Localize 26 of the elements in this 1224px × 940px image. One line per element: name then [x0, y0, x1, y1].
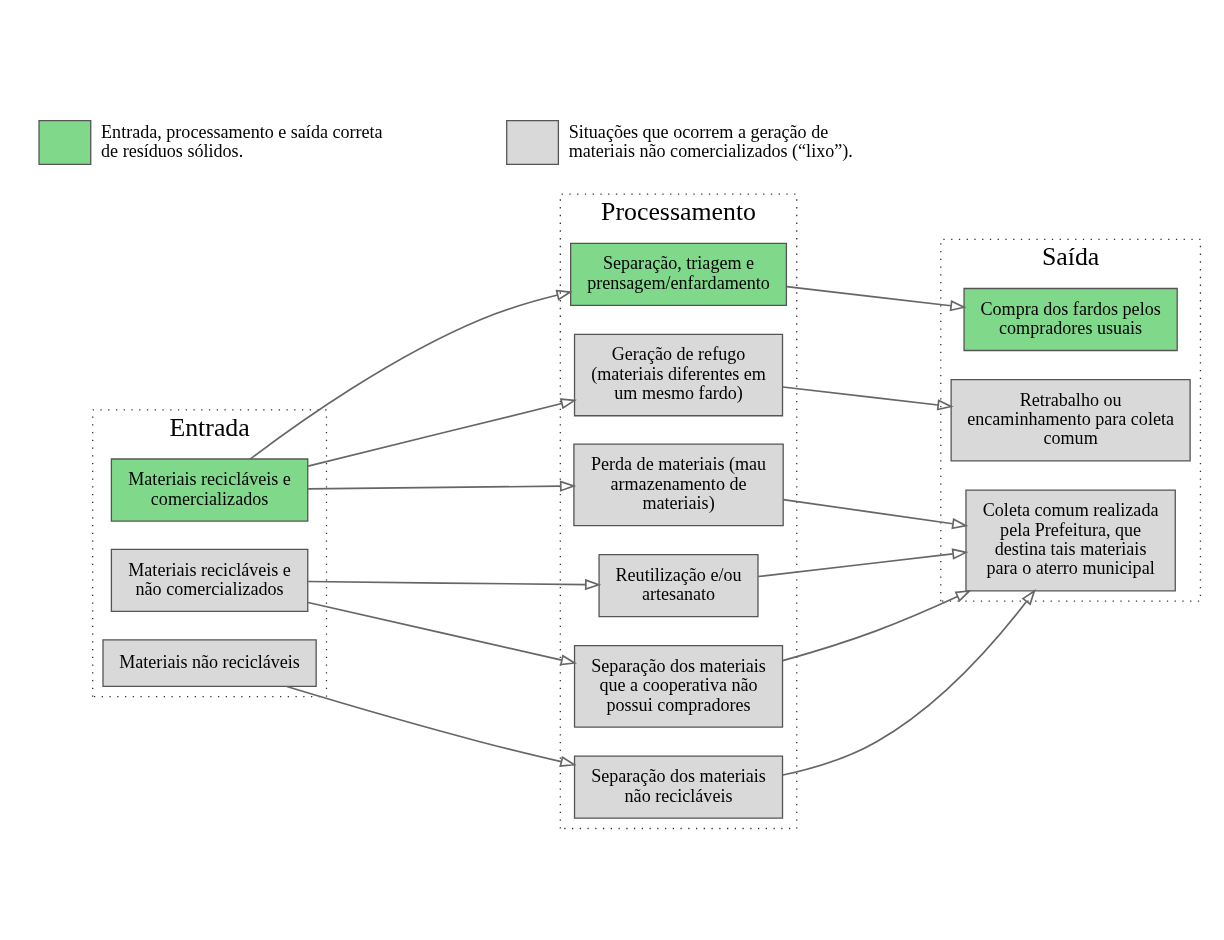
arrow [781, 386, 954, 411]
arrow [782, 589, 1036, 776]
node-box: Reutilização e/ou artesanato [598, 553, 759, 618]
node-box: Separação dos materiais que a cooperativa não possui compradores [573, 645, 784, 728]
node-box: Materiais recicláveis e não comercializados [110, 548, 309, 613]
arrow [785, 285, 967, 312]
arrow [307, 578, 602, 591]
node-box: Geração de refugo (materiais diferentes em um mesmo fardo) [573, 333, 784, 417]
node-box: Perda de materiais (mau armazenamento de materiais) [573, 443, 784, 527]
node-box: Separação dos materiais não recicláveis [573, 755, 784, 819]
arrow [782, 498, 969, 530]
legend-label: Entrada, processamento e saída correta de resíduos sólidos. [101, 121, 383, 161]
arrow [781, 589, 972, 662]
arrow [307, 398, 577, 467]
arrow [307, 480, 577, 492]
arrow [285, 685, 577, 768]
node-box: Compra dos fardos pelos compradores usuais [963, 287, 1178, 352]
node-box: Coleta comum realizada pela Prefeitura, que destina tais materiais para o aterro municipal [965, 489, 1176, 592]
arrow [757, 548, 969, 578]
node-box: Retrabalho ou encaminhamento para coleta comum [950, 378, 1191, 462]
arrow [307, 601, 577, 666]
node-box: Separação, triagem e prensagem/enfardamento [570, 242, 788, 306]
node-box: Materiais recicláveis e comercializados [110, 458, 309, 522]
legend-label: Situações que ocorrem a geração de materiais não comercializados (“lixo”). [568, 121, 853, 161]
arrow [249, 289, 573, 460]
node-box: Materiais não recicláveis [102, 639, 317, 688]
